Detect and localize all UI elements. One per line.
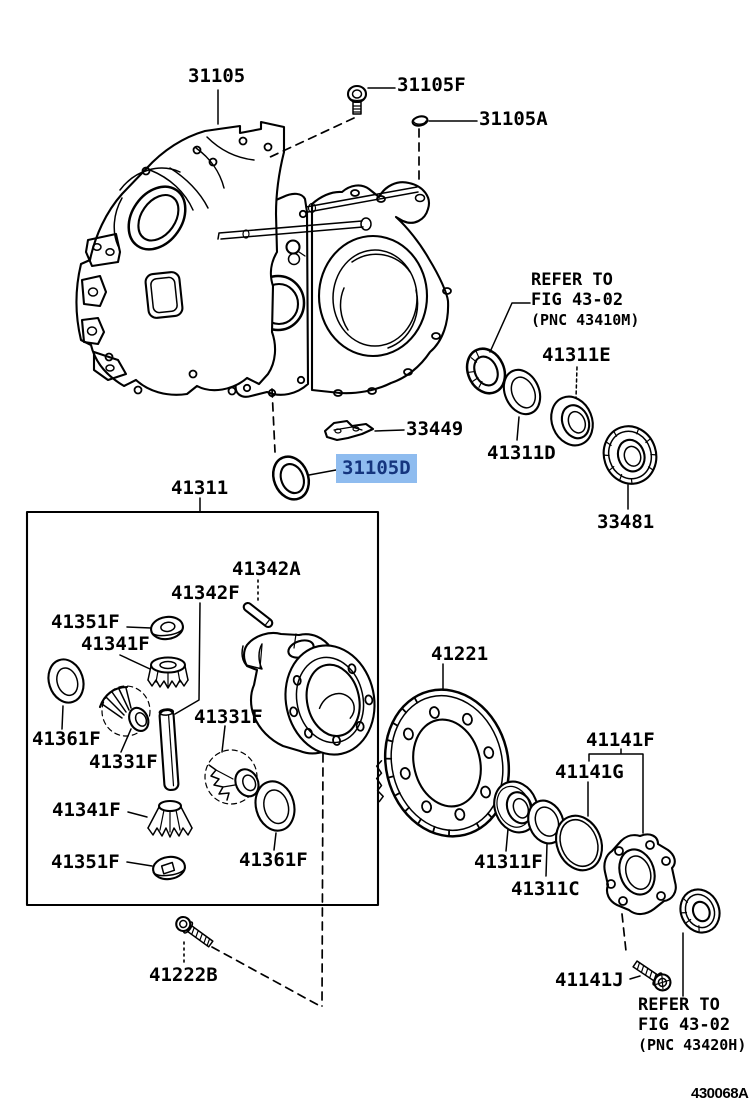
part-label-33481[interactable]: 33481 — [597, 511, 655, 533]
drawing-ring-gear-41221 — [375, 688, 511, 838]
part-label-41311e[interactable]: 41311E — [542, 344, 611, 366]
part-label-33449[interactable]: 33449 — [406, 418, 464, 440]
drawing-gear-41341f-top — [147, 656, 189, 689]
part-label-31105[interactable]: 31105 — [188, 65, 246, 87]
drawing-seal-31105d — [271, 455, 311, 501]
figure-code: 430068A — [691, 1085, 749, 1102]
part-label-41311[interactable]: 41311 — [171, 477, 229, 499]
drawing-differential-case — [241, 631, 376, 756]
part-label-31105d-selected[interactable]: 31105D — [336, 454, 417, 483]
drawing-bracket-33449 — [323, 419, 375, 442]
part-label-41222b[interactable]: 41222B — [149, 964, 218, 986]
part-label-41341f-top[interactable]: 41341F — [81, 633, 150, 655]
part-label-41342a[interactable]: 41342A — [232, 558, 301, 580]
part-label-41221[interactable]: 41221 — [431, 643, 489, 665]
drawing-ring-41361f-right — [254, 780, 296, 832]
refer-note-line: REFER TO — [531, 270, 613, 290]
drawing-bearing-41311f — [493, 780, 539, 834]
part-label-41342f[interactable]: 41342F — [171, 582, 240, 604]
refer-note-43410m: REFER TO FIG 43-02 (PNC 43410M) — [531, 270, 639, 330]
part-label-31105a[interactable]: 31105A — [479, 108, 548, 130]
refer-note-line: FIG 43-02 — [638, 1015, 731, 1035]
refer-note-line: REFER TO — [638, 995, 720, 1015]
part-label-41311c[interactable]: 41311C — [511, 878, 580, 900]
drawing-bolt-41222b — [175, 915, 214, 948]
drawing-spacer-41311d — [502, 368, 542, 416]
refer-note-line: FIG 43-02 — [531, 290, 624, 310]
diff-parts-group-box — [25, 510, 380, 907]
part-label-41351f-top[interactable]: 41351F — [51, 611, 120, 633]
refer-note-line: (PNC 43410M) — [531, 311, 640, 329]
part-label-41311f[interactable]: 41311F — [474, 851, 543, 873]
part-label-41331f-left[interactable]: 41331F — [89, 751, 158, 773]
part-label-41341f-bottom[interactable]: 41341F — [52, 799, 121, 821]
drawing-pin-41342a — [242, 601, 274, 629]
part-label-41141g[interactable]: 41141G — [555, 761, 624, 783]
part-label-41141j[interactable]: 41141J — [555, 969, 624, 991]
part-label-41311d[interactable]: 41311D — [487, 442, 556, 464]
leader-lines — [61, 87, 684, 1007]
drawing-plug-31105a — [411, 115, 429, 127]
drawing-oring-41141g — [555, 814, 603, 872]
part-label-41361f-right[interactable]: 41361F — [239, 849, 308, 871]
transaxle-housing-drawing — [75, 120, 452, 398]
drawing-seal-43410m — [465, 347, 507, 395]
drawing-bolt-41141j — [632, 960, 672, 992]
refer-note-43420h: REFER TO FIG 43-02 (PNC 43420H) — [638, 995, 746, 1055]
drawing-pinion-41331f-left — [98, 685, 151, 737]
drawing-washer-41351f-top — [150, 615, 184, 641]
part-label-31105f[interactable]: 31105F — [397, 74, 466, 96]
drawing-washer-41351f-bottom — [152, 855, 186, 881]
part-label-41351f-bottom[interactable]: 41351F — [51, 851, 120, 873]
part-label-41331f-mid[interactable]: 41331F — [194, 706, 263, 728]
drawing-bearing-41311e — [550, 395, 594, 447]
part-label-41361f-left[interactable]: 41361F — [32, 728, 101, 750]
drawing-ring-33481 — [602, 425, 658, 485]
drawing-washer-41361f-left — [47, 658, 85, 704]
drawing-race-41311c — [527, 799, 565, 845]
part-label-41141f[interactable]: 41141F — [586, 729, 655, 751]
refer-note-line: (PNC 43420H) — [638, 1036, 747, 1054]
drawing-seal-43420h — [679, 888, 721, 934]
drawing-bolt-31105f — [346, 84, 368, 115]
drawing-flange-41141f — [603, 833, 677, 916]
drawing-shaft-41342f — [158, 708, 180, 792]
drawing-spider-gear-41331f — [204, 749, 260, 805]
drawing-gear-41341f-bottom — [147, 799, 193, 838]
